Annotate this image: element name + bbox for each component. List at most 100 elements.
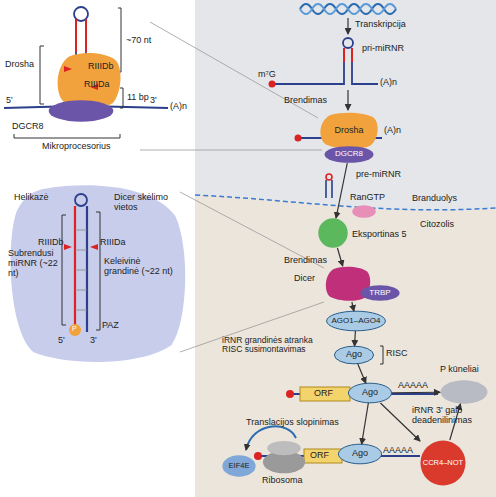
node-label: RISC — [386, 349, 408, 359]
cap-symbol — [254, 452, 262, 460]
text-label: AAAAA — [398, 381, 428, 391]
mirna-segment — [76, 19, 86, 52]
edge-label: iRNR 3' galo deadenilinimas — [412, 406, 492, 426]
node-shape — [338, 444, 381, 464]
text-label: 3' — [150, 96, 157, 106]
orf-box — [300, 387, 350, 401]
process-arrow — [362, 403, 369, 444]
text-label: RIIIDb — [38, 238, 64, 248]
node-label: AGO1–AGO4 — [326, 311, 386, 331]
molecule-node: EIF4E — [222, 455, 256, 477]
text-label: P — [72, 325, 77, 333]
text-label: Branduolys — [412, 194, 457, 204]
text-label: ORF — [314, 389, 333, 399]
node-outline — [262, 440, 306, 474]
node-label: Keleivinė grandinė (~22 nt) — [104, 257, 174, 277]
edge-label: Brendimas — [284, 256, 327, 266]
mirna-segment — [344, 48, 352, 62]
node-shape — [440, 380, 487, 404]
node-shape — [58, 53, 121, 108]
cap-symbol — [269, 81, 276, 88]
node-shape — [325, 146, 374, 163]
text-label: 5' — [6, 96, 13, 106]
hairpin-loop — [326, 174, 332, 180]
bracket — [120, 88, 123, 108]
text-label: ~70 nt — [126, 36, 151, 46]
process-arrow — [354, 331, 356, 346]
node-label: Drosha — [5, 60, 34, 70]
text-label: Mikroprocesorius — [42, 142, 111, 152]
node-shape — [420, 440, 465, 485]
bracket — [40, 46, 44, 104]
node-outline — [48, 100, 114, 122]
text-label: AAAAA — [383, 446, 413, 456]
node-label: Ago — [334, 346, 374, 364]
node-shape — [360, 285, 399, 301]
text-label: Citozolis — [420, 220, 454, 230]
text-label: iRNR grandinės atranka RISC susimontavim… — [222, 336, 332, 355]
cleavage-mark — [64, 66, 72, 72]
node-shape — [49, 100, 114, 122]
node-label: Drosha — [318, 112, 380, 150]
nucleus-panel — [195, 0, 496, 497]
edge-label: pre-miRNR — [356, 170, 401, 180]
edge-label: Translacijos slopinimas — [246, 418, 339, 428]
hairpin-loop — [75, 194, 87, 206]
node-label: Ago — [338, 444, 382, 464]
node-label: Subrendusi miRNR (~22 nt) — [8, 249, 66, 279]
hairpin-loop — [343, 38, 353, 48]
node-shape — [334, 346, 373, 364]
text-label: (A)n — [384, 126, 401, 136]
phosphate-symbol — [69, 324, 81, 336]
bracket — [96, 212, 100, 330]
inset-marks — [62, 66, 100, 336]
base-pairs — [75, 230, 87, 310]
molecule-node: P kūneliai — [440, 380, 488, 404]
text-label: 11 bp — [127, 93, 149, 103]
node-label: DGCR8 — [324, 146, 374, 163]
process-arrow — [347, 18, 348, 34]
cleavage-mark — [90, 244, 98, 250]
bracket — [380, 346, 383, 364]
leader-line — [140, 150, 322, 151]
node-label: DGCR8 — [12, 122, 44, 132]
molecule-node: Ribosoma — [262, 440, 306, 474]
node-label: TRBP — [360, 285, 400, 301]
node-label: Dicer — [294, 274, 315, 284]
node-outline — [440, 380, 488, 404]
nuclear-envelope — [195, 195, 496, 210]
cap-symbol — [295, 135, 302, 142]
cleavage-mark — [64, 244, 72, 250]
molecule-node: AGO1–AGO4 — [326, 311, 386, 331]
text-label: ORF — [310, 451, 329, 461]
node-label: Ago — [348, 383, 392, 403]
node-label: Helikazė — [14, 193, 49, 203]
bracket — [14, 134, 120, 138]
text-label: RIIIDa — [84, 80, 110, 90]
node-label: PAZ — [102, 321, 119, 331]
text-label: RIIIDb — [88, 62, 114, 72]
process-arrow — [352, 302, 354, 311]
process-arrow — [347, 90, 348, 110]
molecule-node: Eksportinas 5 — [318, 218, 348, 248]
node-shape — [327, 311, 386, 331]
mature-strand — [74, 206, 76, 326]
molecule-node: TRBP — [360, 285, 400, 301]
pri-mirna-strand — [272, 48, 378, 84]
text-label: 5' — [58, 336, 65, 346]
text-label: Brendimas — [284, 96, 327, 106]
node-shape — [267, 441, 300, 455]
text-label: (A)n — [380, 78, 397, 88]
dna-strand — [300, 4, 396, 14]
bracket — [118, 8, 121, 72]
node-outline — [318, 218, 348, 248]
hairpin-loop — [74, 7, 88, 21]
process-arrow — [358, 364, 366, 383]
text-label: (A)n — [170, 102, 187, 112]
node-label: P kūneliai — [440, 365, 479, 375]
text-label: Transkripcija — [355, 20, 406, 30]
text-label: pri-miRNR — [362, 44, 404, 54]
node-shape — [222, 455, 255, 477]
